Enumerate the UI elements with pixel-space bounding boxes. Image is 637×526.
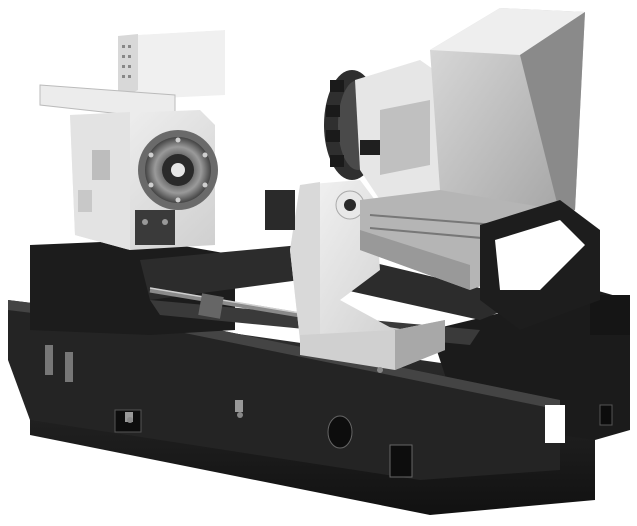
tailstock bbox=[265, 180, 445, 370]
way-cover bbox=[360, 8, 600, 330]
rail-bolts bbox=[127, 367, 383, 423]
machine-bed bbox=[8, 240, 630, 515]
headstock bbox=[39, 22, 225, 250]
